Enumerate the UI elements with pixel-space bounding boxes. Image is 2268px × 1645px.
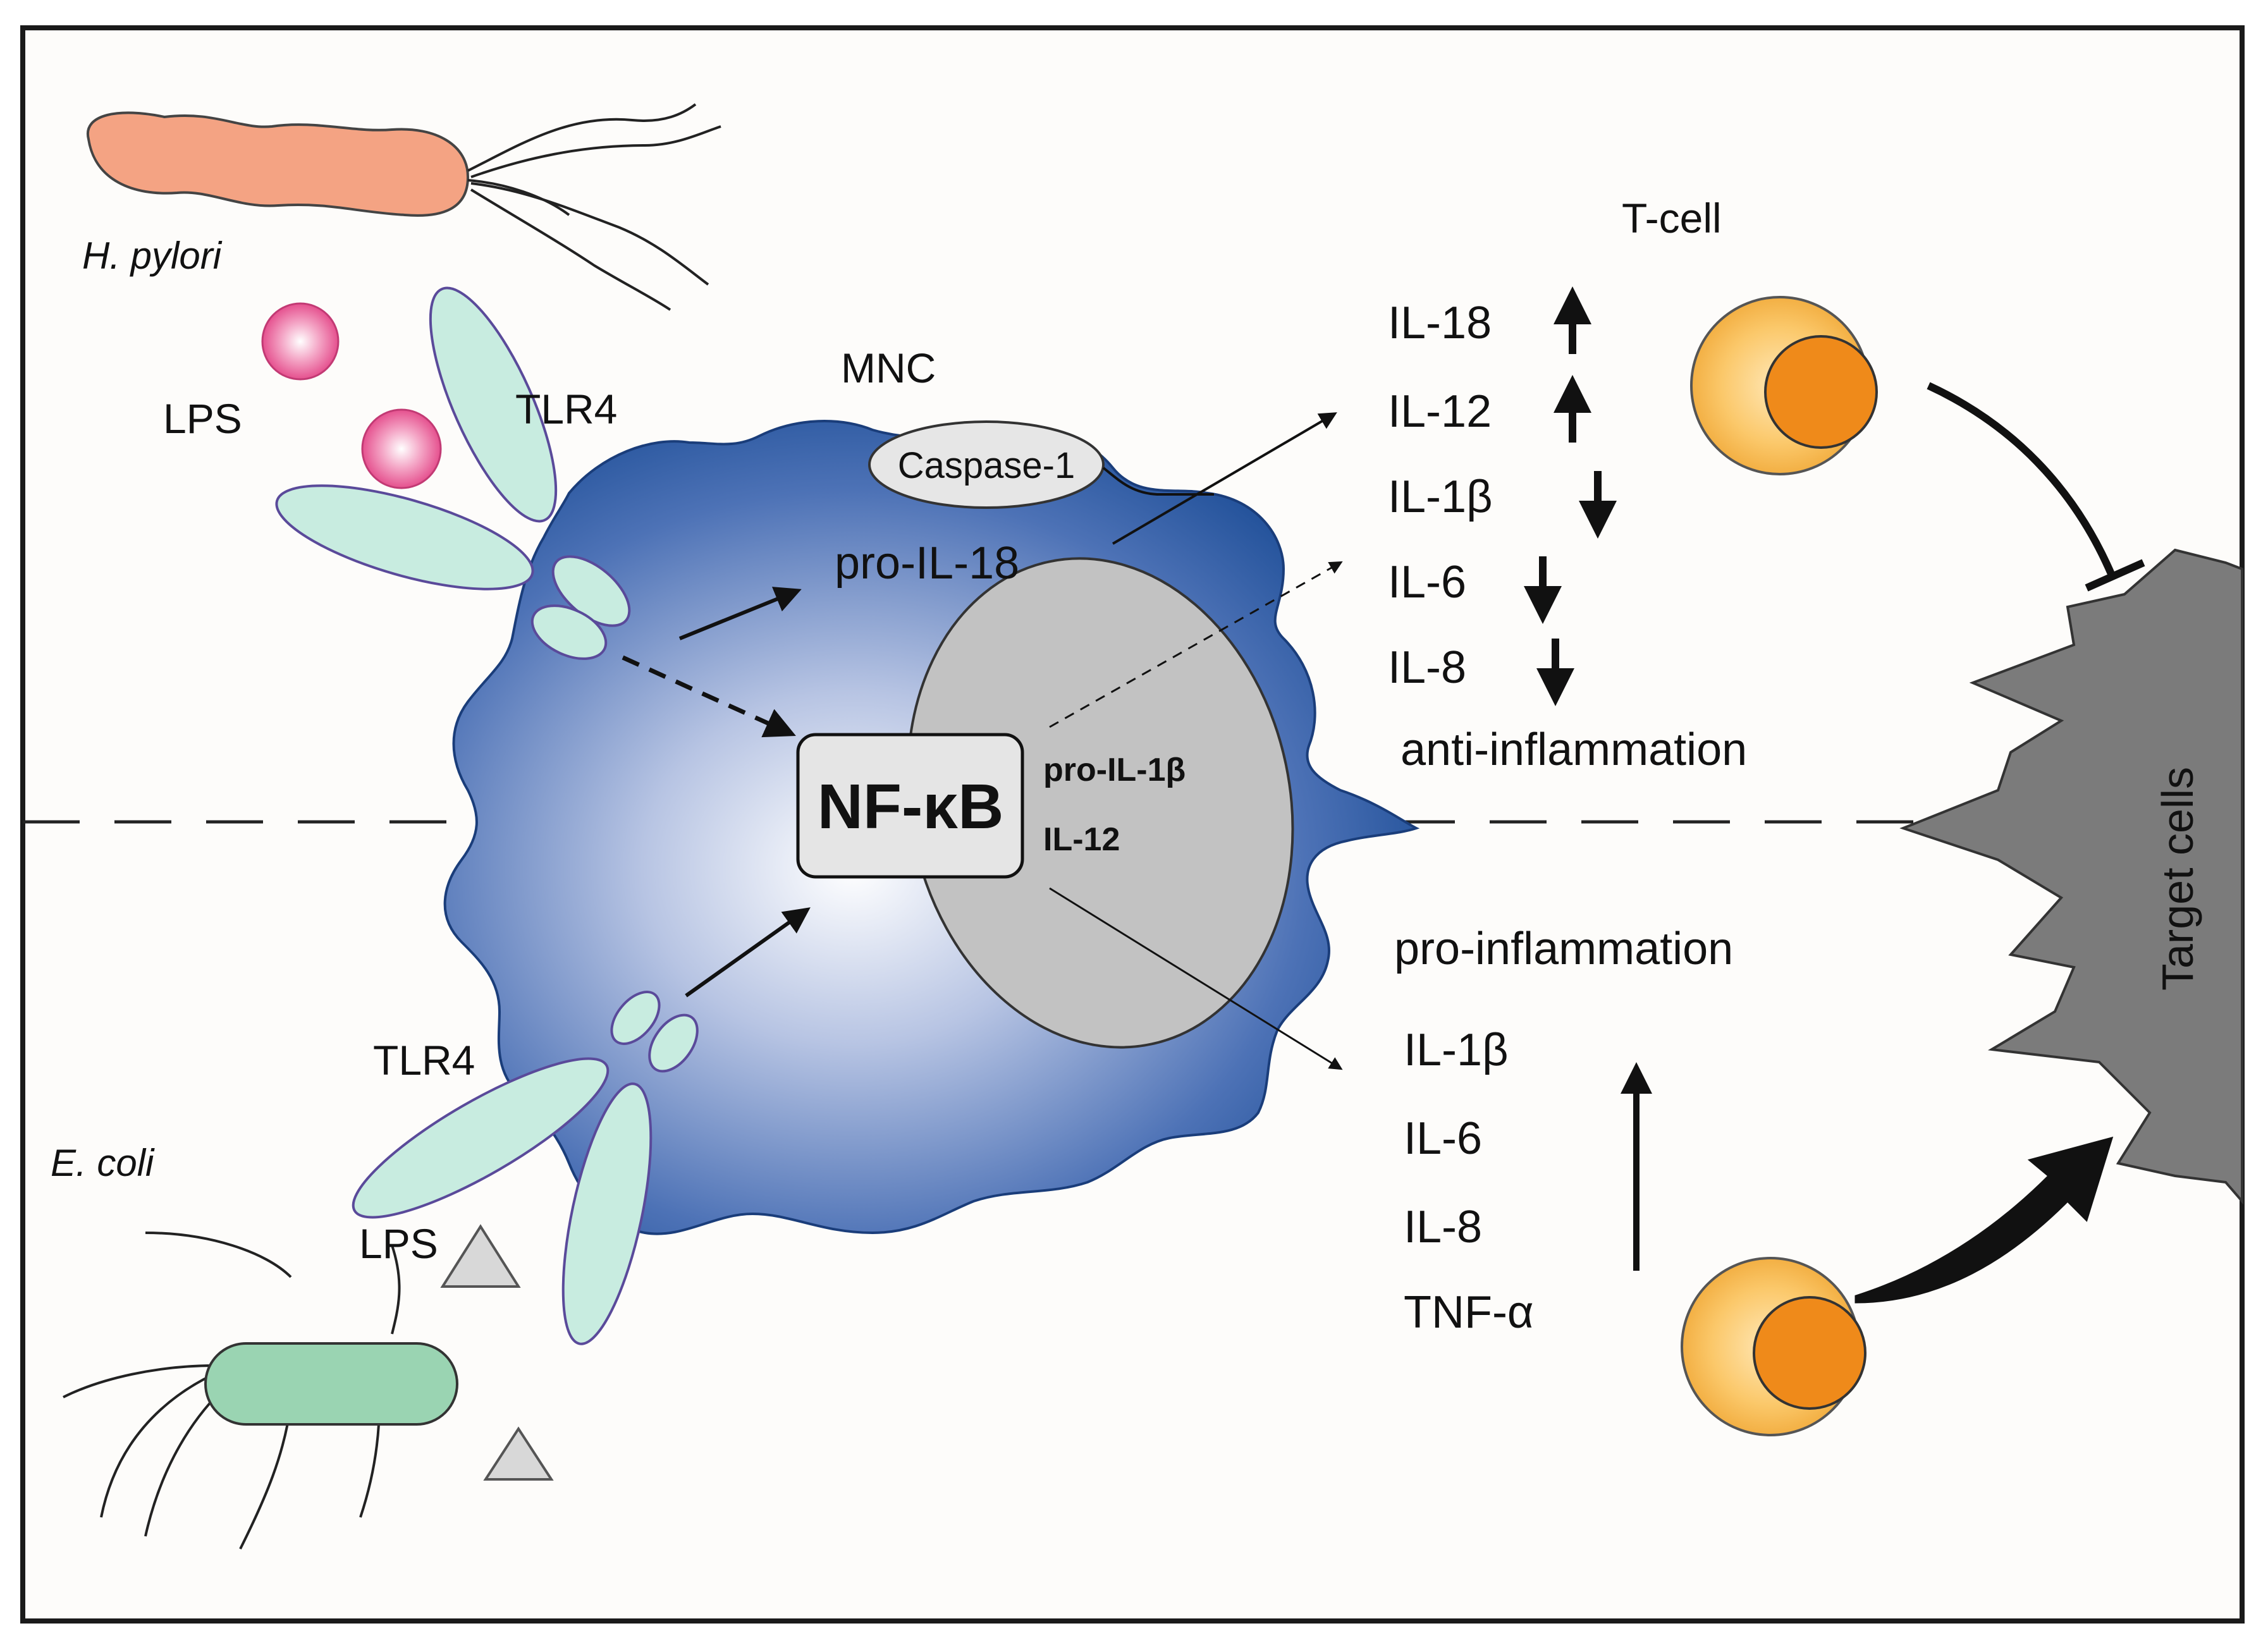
pro-inflammation-caption: pro-inflammation: [1394, 924, 1733, 974]
lps-triangle: [483, 1426, 554, 1481]
pro-cytokine-label: IL-6: [1404, 1113, 1482, 1164]
nf-kb-box: [796, 733, 1024, 879]
anti-cytokine-label: IL-1β: [1388, 472, 1492, 522]
pro-inflammation-list: pro-inflammation IL-1β IL-6 IL-8 TNF-α: [1394, 924, 1733, 1338]
target-cells-shape: [1899, 548, 2243, 1205]
pro-il-18-label: pro-IL-18: [835, 538, 1019, 589]
anti-cytokine-label: IL-12: [1388, 386, 1492, 437]
arrow-tlr4-to-nfkb-dashed: [622, 655, 796, 738]
e-coli-bacterium: [63, 1232, 458, 1550]
lps-sphere: [261, 302, 340, 381]
arrow-tlr4-bottom-to-nfkb: [685, 907, 811, 998]
caspase-1-label: Caspase-1: [898, 445, 1075, 486]
anti-inflammation-caption: anti-inflammation: [1401, 725, 1747, 775]
lps-bottom-label: LPS: [359, 1220, 438, 1267]
nucleus-pro-il-1b-label: pro-IL-1β: [1043, 752, 1186, 788]
t-cell-bottom: [1681, 1257, 1867, 1436]
anti-cytokine-label: IL-8: [1388, 642, 1466, 693]
target-cells-label: Target cells: [2153, 767, 2202, 991]
anti-inflammation-list: IL-18 IL-12 IL-1β IL-6 IL-8 anti-inflamm…: [1388, 286, 1747, 775]
t-cell-inhibition-bar: [2085, 559, 2145, 592]
lps-sphere: [361, 408, 442, 489]
mnc-label: MNC: [841, 345, 936, 391]
arrow-nucleus-to-anti-dashed: [1049, 561, 1343, 728]
t-cell-inhibition-line: [1927, 382, 2116, 577]
t-cell-label: T-cell: [1622, 195, 1722, 242]
arrow-nucleus-to-pro: [1049, 887, 1343, 1070]
anti-cytokine-label: IL-18: [1388, 298, 1492, 348]
nucleus-il-12-label: IL-12: [1043, 821, 1120, 858]
arrow-pro-il18-to-anti: [1112, 412, 1337, 545]
tlr4-top-receptor: [275, 286, 631, 660]
t-cell-activation-arrow: [1854, 1136, 2114, 1304]
pro-cytokine-label: IL-8: [1404, 1202, 1482, 1252]
caspase-1-ellipse: [868, 420, 1105, 509]
h-pylori-label: H. pylori: [82, 235, 223, 277]
h-pylori-bacterium: [86, 103, 721, 311]
nf-kb-label: NF-κB: [818, 771, 1004, 842]
pro-cytokine-label: TNF-α: [1404, 1287, 1534, 1338]
e-coli-label: E. coli: [51, 1142, 155, 1184]
lps-triangle: [440, 1224, 521, 1288]
pro-cytokine-label: IL-1β: [1404, 1025, 1508, 1075]
tlr4-top-label: TLR4: [515, 386, 617, 432]
lps-top-label: LPS: [163, 395, 242, 442]
caspase-connector-line: [1102, 467, 1214, 496]
arrow-tlr4-to-pro-il18: [678, 587, 802, 640]
anti-cytokine-label: IL-6: [1388, 557, 1466, 608]
tlr4-bottom-receptor: [352, 991, 699, 1345]
t-cell-top: [1690, 296, 1878, 475]
tlr4-bottom-label: TLR4: [373, 1037, 475, 1084]
